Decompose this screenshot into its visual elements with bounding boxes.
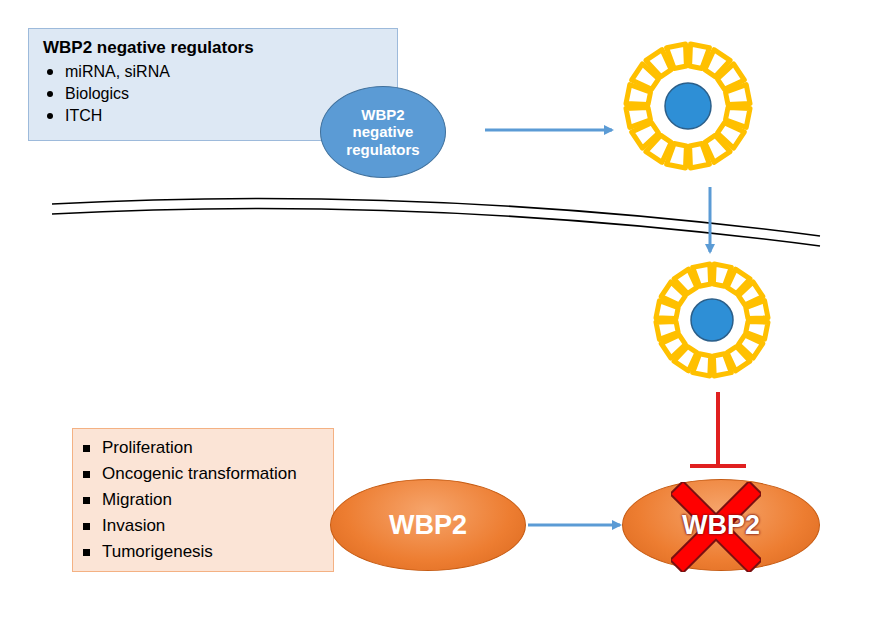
gear-segment [726,85,751,105]
nanoparticle [626,44,750,168]
list-text: Proliferation [102,435,193,461]
list-item: Proliferation [83,435,297,461]
list-item: Biologics [43,83,383,105]
wbp2-ellipse: WBP2 [330,479,526,571]
gear-segment [713,354,731,376]
list-text: Migration [102,487,172,513]
uptake-arrow [709,187,712,252]
list-item: Migration [83,487,297,513]
nanoparticle [656,264,768,376]
gear-segment [667,44,687,69]
box-heading: WBP2 negative regulators [43,38,383,58]
list-text: miRNA, siRNA [65,61,170,83]
bullet-square [83,523,90,530]
bullet-square [83,549,90,556]
bullet-square [83,497,90,504]
list-item: Oncogenic transformation [83,461,297,487]
list-item: Tumorigenesis [83,539,297,565]
bullet-dot [47,69,53,75]
bullet-dot [47,113,53,119]
connector-arrow [528,524,620,527]
list-text: ITCH [65,105,102,127]
bullet-square [83,445,90,452]
outcome-list-box: ProliferationOncogenic transformationMig… [72,428,334,572]
inhibition-bar [690,464,746,468]
list-text: Biologics [65,83,129,105]
gear-segment [626,108,651,128]
list-text: Invasion [102,513,165,539]
gear-segment [656,321,678,339]
membrane-line [52,198,820,236]
node-label: WBP2 negative regulators [333,106,433,158]
particle-core [691,299,733,341]
node-label: WBP2 [682,510,760,541]
particle-core [665,83,711,129]
list-text: Tumorigenesis [102,539,213,565]
list-item: miRNA, siRNA [43,61,383,83]
inhibition-line [716,392,720,466]
gear-segment [746,301,768,319]
delivery-arrow [485,129,612,132]
list-item: Invasion [83,513,297,539]
wbp2-ellipse: WBP2 [622,479,820,571]
gear-segment [690,144,710,169]
bullet-square [83,471,90,478]
membrane-line [52,208,820,246]
list-text: Oncogenic transformation [102,461,297,487]
node-label: WBP2 [389,510,467,541]
bullet-dot [47,91,53,97]
gear-segment [693,264,711,286]
regulator-ellipse: WBP2 negative regulators [320,86,446,178]
